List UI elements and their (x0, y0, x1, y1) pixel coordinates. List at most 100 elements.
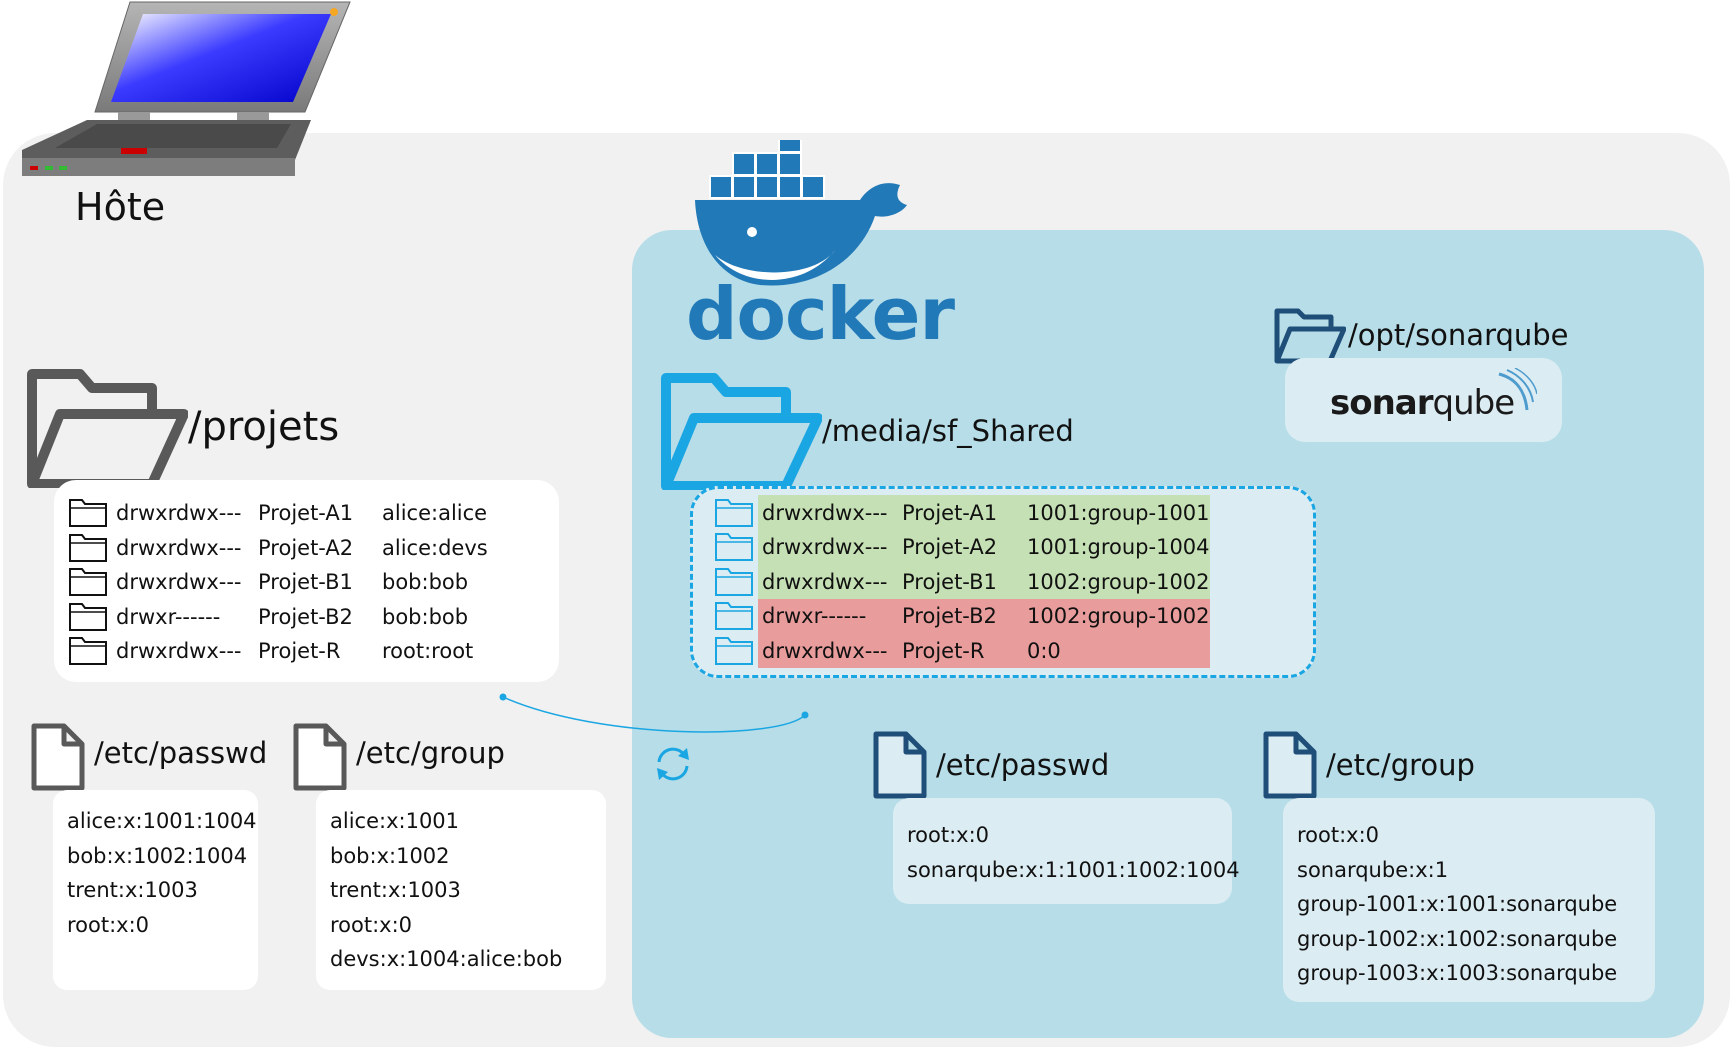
docker-group-title: /etc/group (1326, 748, 1475, 782)
host-passwd-box: alice:x:1001:1004 bob:x:1002:1004 trent:… (53, 790, 258, 990)
docker-passwd-box: root:x:0 sonarqube:x:1:1001:1002:1004 (893, 798, 1240, 904)
folder-icon (1274, 308, 1346, 364)
shared-row-ok: drwxrdwx--- Projet-A2 1001:group-1004 (714, 529, 1210, 565)
group-line: root:x:0 (1297, 823, 1380, 847)
passwd-line: sonarqube:x:1:1001:1002:1004 (907, 857, 1240, 882)
owner: 1001:group-1001 (1027, 500, 1210, 525)
file-icon (873, 731, 927, 799)
folder-icon (715, 533, 753, 562)
owner: alice:devs (382, 535, 488, 560)
permissions: drwxrdwx--- (116, 501, 242, 525)
project-name: Projet-B1 (902, 569, 997, 594)
permissions: drwxr------ (116, 604, 221, 629)
permissions: drwxrdwx--- (116, 570, 242, 594)
folder-icon (715, 602, 753, 631)
group-line: group-1001:x:1001:sonarqube (1297, 892, 1618, 916)
folder-icon (715, 498, 753, 527)
owner: 1002:group-1002 (1027, 604, 1210, 629)
permissions: drwxrdwx--- (116, 535, 242, 560)
sonarqube-logo-bold: sonar (1330, 383, 1434, 423)
project-name: Projet-R (902, 638, 985, 663)
shared-title: /media/sf_Shared (822, 414, 1074, 448)
folder-icon (69, 637, 107, 665)
projets-row: drwxrdwx--- Projet-A1 alice:alice (68, 496, 487, 530)
file-icon (31, 723, 85, 791)
shared-row-ok: drwxrdwx--- Projet-A1 1001:group-1001 (714, 495, 1210, 530)
docker-logo-text: docker (686, 272, 955, 356)
project-name: Projet-A1 (258, 501, 354, 525)
group-line: trent:x:1003 (330, 878, 461, 902)
passwd-line: root:x:0 (67, 912, 150, 937)
group-line: group-1002:x:1002:sonarqube (1297, 926, 1618, 951)
file-icon (1263, 731, 1317, 799)
row-status-bg (758, 598, 1210, 634)
project-name: Projet-B2 (902, 604, 997, 629)
project-name: Projet-A1 (902, 500, 998, 525)
sync-icon (657, 747, 689, 781)
folder-icon (69, 533, 107, 562)
group-line: sonarqube:x:1 (1297, 857, 1449, 882)
docker-group-box: root:x:0 sonarqube:x:1 group-1001:x:1001… (1283, 798, 1655, 1002)
host-group-title: /etc/group (356, 736, 505, 770)
folder-icon (69, 568, 107, 596)
sonarqube-wave-icon (1498, 368, 1537, 411)
folder-icon (69, 602, 107, 631)
owner: bob:bob (382, 604, 469, 629)
passwd-line: alice:x:1001:1004 (67, 809, 257, 833)
sonarqube-box (1285, 358, 1562, 442)
passwd-line: trent:x:1003 (67, 878, 198, 902)
permissions: drwxr------ (762, 604, 867, 629)
group-line: devs:x:1004:alice:bob (330, 947, 563, 971)
projets-listing (54, 480, 559, 682)
laptop-icon (22, 1, 351, 176)
host-label: Hôte (75, 185, 166, 229)
project-name: Projet-A2 (258, 535, 354, 560)
folder-icon (27, 369, 188, 488)
projets-row: drwxrdwx--- Projet-A2 alice:devs (68, 531, 488, 565)
permissions: drwxrdwx--- (762, 569, 888, 594)
row-status-bg (758, 564, 1210, 600)
folder-icon (661, 373, 822, 490)
permissions: drwxrdwx--- (762, 500, 888, 525)
shared-row-denied: drwxrdwx--- Projet-R 0:0 (714, 633, 1210, 669)
owner: root:root (382, 639, 474, 663)
owner: bob:bob (382, 570, 469, 594)
permissions: drwxrdwx--- (762, 535, 888, 560)
group-line: root:x:0 (330, 912, 413, 937)
permissions: drwxrdwx--- (116, 639, 242, 663)
row-status-bg (758, 633, 1210, 669)
row-status-bg (758, 495, 1210, 530)
folder-icon (69, 499, 107, 527)
opt-sonarqube-title: /opt/sonarqube (1348, 318, 1569, 352)
sonarqube-logo-light: qube (1432, 383, 1516, 423)
project-name: Projet-A2 (902, 535, 998, 560)
folder-icon (715, 567, 753, 596)
owner: alice:alice (382, 501, 488, 525)
sonarqube-logo: sonarqube (1330, 383, 1516, 423)
file-icon (293, 723, 347, 791)
owner: 1002:group-1002 (1027, 569, 1210, 594)
shared-row-ok: drwxrdwx--- Projet-B1 1002:group-1002 (714, 564, 1210, 600)
project-name: Projet-R (258, 639, 341, 663)
project-name: Projet-B2 (258, 604, 353, 629)
group-line: bob:x:1002 (330, 843, 450, 868)
projets-row: drwxrdwx--- Projet-R root:root (68, 634, 473, 668)
docker-whale-icon (695, 140, 907, 286)
projets-row: drwxrdwx--- Projet-B1 bob:bob (68, 565, 468, 599)
group-line: group-1003:x:1003:sonarqube (1297, 961, 1618, 985)
owner: 0:0 (1027, 638, 1061, 663)
host-passwd-title: /etc/passwd (94, 736, 268, 770)
passwd-line: bob:x:1002:1004 (67, 843, 248, 868)
passwd-line: root:x:0 (907, 823, 990, 847)
group-line: alice:x:1001 (330, 809, 460, 833)
shared-row-denied: drwxr------ Projet-B2 1002:group-1002 (714, 598, 1210, 634)
docker-passwd-title: /etc/passwd (936, 748, 1110, 782)
folder-icon (715, 636, 753, 665)
projets-title: /projets (188, 404, 340, 450)
projets-row: drwxr------ Projet-B2 bob:bob (68, 600, 468, 634)
row-status-bg (758, 529, 1210, 565)
project-name: Projet-B1 (258, 570, 353, 594)
permissions: drwxrdwx--- (762, 638, 888, 663)
owner: 1001:group-1004 (1027, 535, 1210, 560)
host-group-box: alice:x:1001 bob:x:1002 trent:x:1003 roo… (316, 790, 606, 990)
